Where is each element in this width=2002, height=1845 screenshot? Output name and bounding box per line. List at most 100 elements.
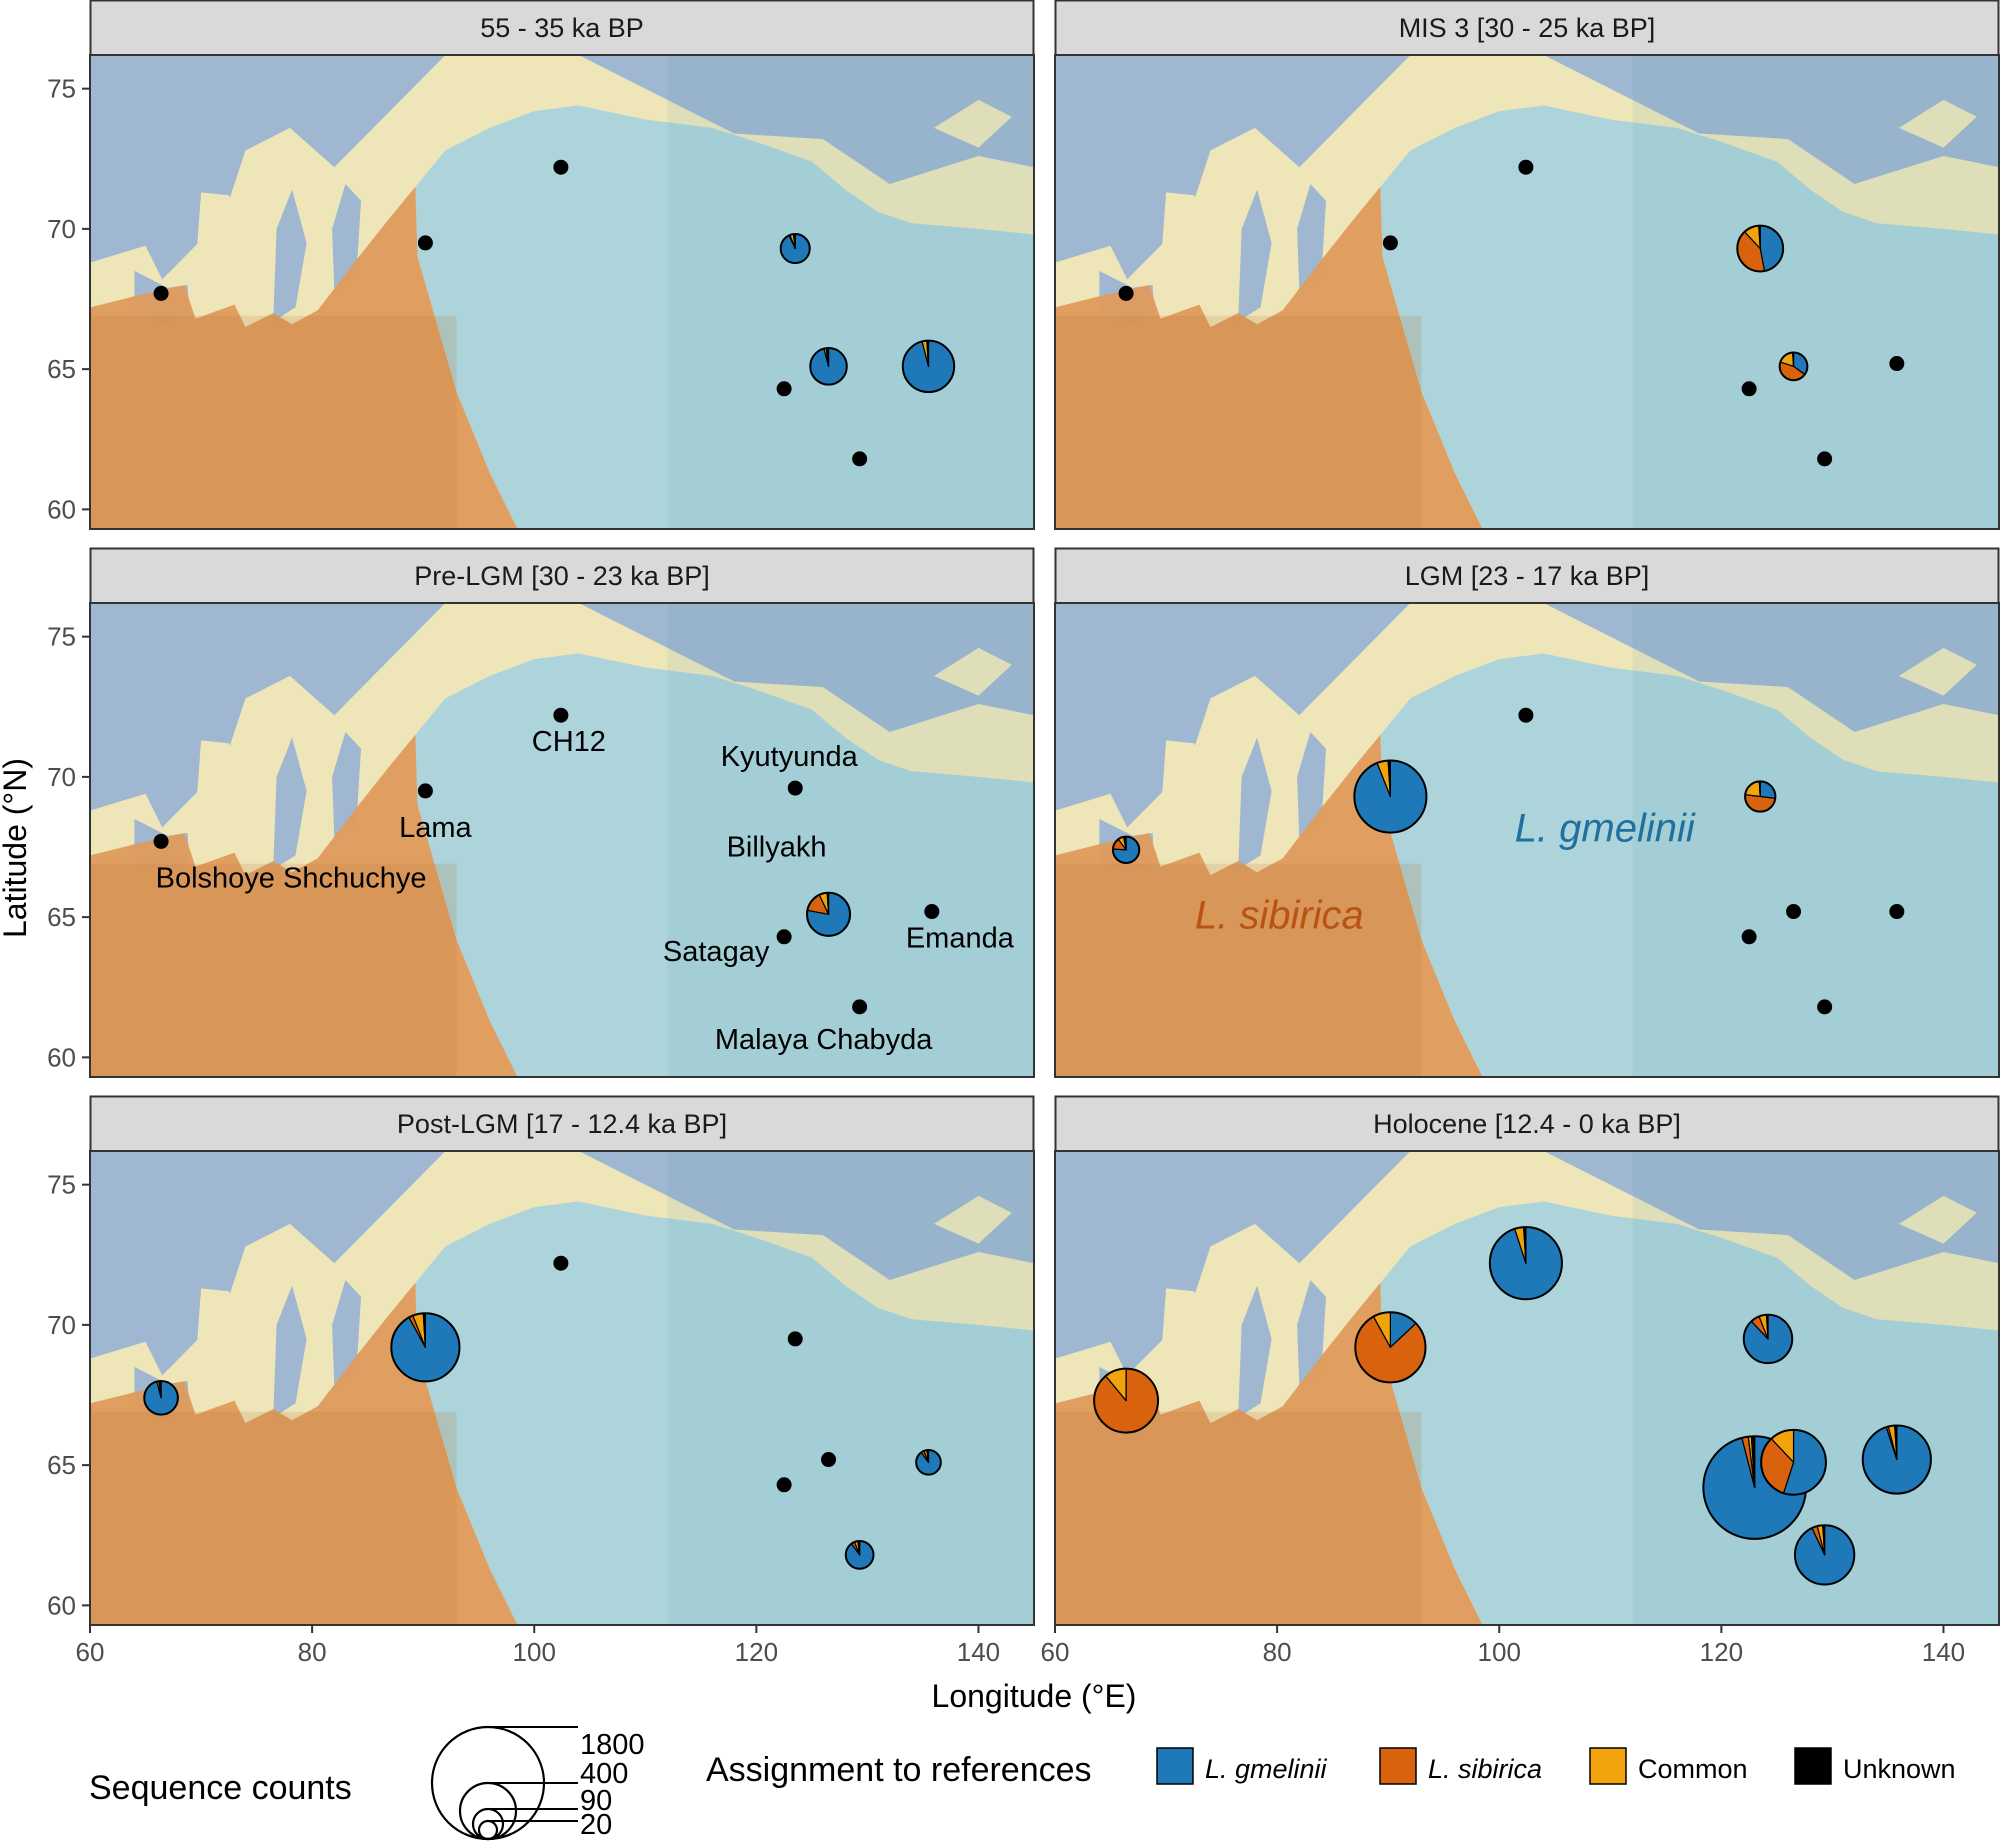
x-tick-label: 60: [76, 1637, 105, 1667]
site-dot: [1889, 356, 1905, 372]
site-label: Emanda: [906, 923, 1015, 955]
map-layers: [1055, 603, 1999, 1077]
pie: [143, 1379, 179, 1416]
x-tick-label: 140: [957, 1637, 1000, 1667]
pie-outline: [844, 1540, 875, 1570]
pie: [1793, 1524, 1856, 1586]
pie-outline: [915, 1448, 942, 1476]
pie-outline: [779, 232, 811, 265]
map-layers: [1055, 1151, 1999, 1625]
terrain-shade: [90, 315, 457, 529]
gmelinii-range: [1380, 1201, 1999, 1625]
x-tick-label: 120: [735, 1637, 778, 1667]
panel-map: [89, 1150, 1035, 1626]
x-tick-label: 140: [1922, 1637, 1965, 1667]
y-tick-label: 70: [47, 214, 76, 244]
x-tick-label: 100: [1478, 1637, 1521, 1667]
pie-outline: [1778, 351, 1809, 382]
sibirica-range: [90, 734, 518, 1077]
pie-outline: [901, 339, 956, 394]
panel-title: Holocene [12.4 - 0 ka BP]: [1373, 1109, 1681, 1139]
terrain-shade: [1055, 1411, 1422, 1625]
pie: [1354, 1311, 1427, 1384]
size-legend-circle: [471, 1807, 505, 1841]
land: [195, 192, 257, 333]
zone-label-gmelinii: L. gmelinii: [1515, 806, 1696, 850]
map-layers: [90, 55, 1034, 529]
legend-label: Unknown: [1843, 1754, 1956, 1784]
size-legend-value: 1800: [580, 1729, 645, 1761]
gulf: [273, 1285, 307, 1418]
site-dot: [553, 1255, 569, 1271]
y-tick-label: 65: [47, 902, 76, 932]
y-tick-label: 70: [47, 762, 76, 792]
gulf: [273, 189, 307, 322]
sibirica-range: [1055, 186, 1483, 529]
size-legend-value: 90: [580, 1785, 612, 1817]
pie-outline: [143, 1379, 179, 1416]
site-label: Lama: [399, 812, 472, 844]
site-dot: [553, 707, 569, 723]
site-dot: [852, 451, 868, 467]
terrain-shade: [1055, 863, 1422, 1077]
x-tick-label: 120: [1700, 1637, 1743, 1667]
panel-map: [1054, 1150, 2000, 1626]
gulf: [1238, 189, 1272, 322]
pie: [1353, 759, 1428, 834]
gmelinii-range: [1380, 105, 1999, 529]
panel-border: [89, 54, 1035, 530]
pie: [1744, 780, 1777, 813]
site-dot: [924, 904, 940, 920]
site-dot: [153, 833, 169, 849]
terrain-shade: [90, 863, 457, 1077]
site-dot: [1889, 904, 1905, 920]
panel-strip: [1054, 547, 2000, 605]
pie-outline: [1760, 1428, 1827, 1496]
panel-map: [89, 54, 1035, 530]
pie: [1861, 1424, 1932, 1495]
panel-border: [1054, 602, 2000, 1078]
site-dot: [417, 235, 433, 251]
pie: [1742, 1313, 1794, 1365]
terrain-shade: [667, 603, 1034, 1077]
y-tick-label: 65: [47, 1450, 76, 1480]
pie-outline: [1354, 1311, 1427, 1384]
panel-border: [89, 602, 1035, 1078]
panel-3: Pre-LGM [30 - 23 ka BP]Bolshoye Shchuchy…: [89, 547, 1035, 1078]
legend-label: L. sibirica: [1428, 1754, 1542, 1784]
color-legend-title: Assignment to references: [706, 1751, 1092, 1789]
map-layers: [90, 603, 1034, 1077]
panel-title: 55 - 35 ka BP: [480, 13, 644, 43]
site-dot: [1118, 285, 1134, 301]
pie-outline: [806, 891, 852, 937]
site-dot: [821, 1452, 837, 1468]
site-label: Bolshoye Shchuchye: [156, 862, 427, 894]
pie-outline: [1742, 1313, 1794, 1365]
land: [1160, 1288, 1222, 1429]
panels: 55 - 35 ka BP MIS 3 [30 - 25 ka BP] Pre-LG…: [89, 0, 2000, 1626]
gulf: [273, 737, 307, 870]
pie: [1111, 835, 1141, 864]
panel-map: L. gmelinii L. sibirica: [1054, 602, 2000, 1078]
land: [1160, 192, 1222, 333]
land: [934, 99, 1012, 148]
site-dot: [153, 285, 169, 301]
panel-strip: [89, 1095, 1035, 1153]
terrain-shade: [1632, 603, 1999, 1077]
size-legend-value: 20: [580, 1809, 612, 1841]
pie: [1093, 1367, 1160, 1434]
pie-outline: [1488, 1226, 1563, 1301]
panel-title: MIS 3 [30 - 25 ka BP]: [1399, 13, 1656, 43]
legend-label: Common: [1638, 1754, 1748, 1784]
panel-map: [1054, 54, 2000, 530]
panel-border: [1054, 54, 2000, 530]
site-dot: [1817, 999, 1833, 1015]
zone-label-sibirica: L. sibirica: [1195, 893, 1364, 937]
site-label: Kyutyunda: [721, 741, 859, 773]
pie-outline: [809, 347, 848, 386]
x-axis-title: Longitude (°E): [932, 1678, 1137, 1714]
gulf: [1238, 1285, 1272, 1418]
